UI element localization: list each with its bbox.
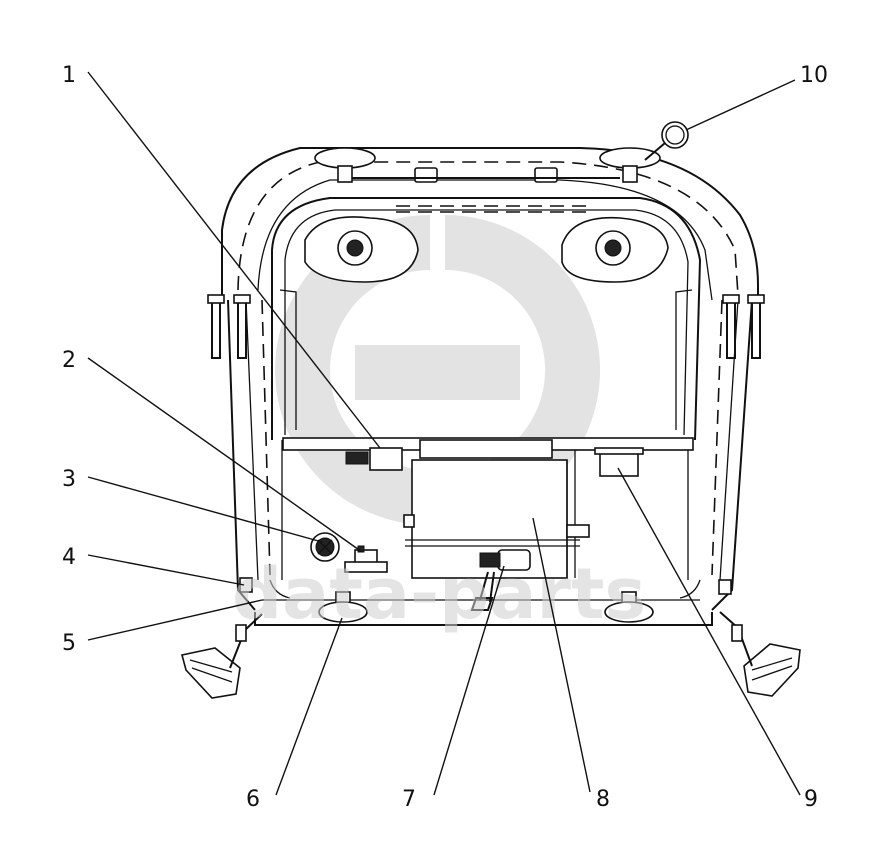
right-grab-handles bbox=[722, 294, 765, 359]
callout-label-5: 5 bbox=[62, 631, 76, 656]
part-9-module bbox=[594, 447, 644, 477]
callout-label-2: 2 bbox=[62, 348, 76, 373]
callout-label-6: 6 bbox=[246, 787, 260, 812]
bottom-left-work-light bbox=[318, 591, 368, 623]
left-grab-handles bbox=[207, 294, 251, 359]
part-4-bracket bbox=[239, 577, 732, 595]
left-speaker bbox=[304, 216, 419, 283]
top-left-work-light bbox=[314, 147, 376, 183]
part-2-switch bbox=[344, 545, 388, 573]
callout-label-4: 4 bbox=[62, 545, 76, 570]
left-mirror bbox=[181, 613, 263, 699]
callout-labels: 1 2 3 4 5 6 7 8 9 10 bbox=[62, 63, 828, 812]
roof-cross-bar bbox=[282, 437, 694, 459]
callout-label-8: 8 bbox=[596, 787, 610, 812]
callout-label-9: 9 bbox=[804, 787, 818, 812]
callout-label-3: 3 bbox=[62, 467, 76, 492]
part-7-wiper-motor bbox=[470, 549, 531, 611]
part-10-beacon bbox=[644, 121, 689, 161]
top-right-work-light bbox=[599, 147, 661, 183]
callout-label-7: 7 bbox=[402, 787, 416, 812]
part-1-module bbox=[345, 447, 403, 471]
leader-lines bbox=[87, 71, 801, 796]
part-3-fan bbox=[310, 532, 340, 562]
right-speaker bbox=[561, 216, 669, 283]
callout-label-10: 10 bbox=[800, 63, 828, 88]
watermark-text: data-parts bbox=[232, 553, 646, 635]
cab-outer-shell bbox=[221, 147, 759, 626]
window-frame bbox=[271, 197, 702, 580]
roof-top-fittings bbox=[350, 167, 620, 183]
callout-label-1: 1 bbox=[62, 63, 76, 88]
right-mirror bbox=[719, 611, 801, 697]
bottom-right-work-light bbox=[604, 591, 654, 623]
